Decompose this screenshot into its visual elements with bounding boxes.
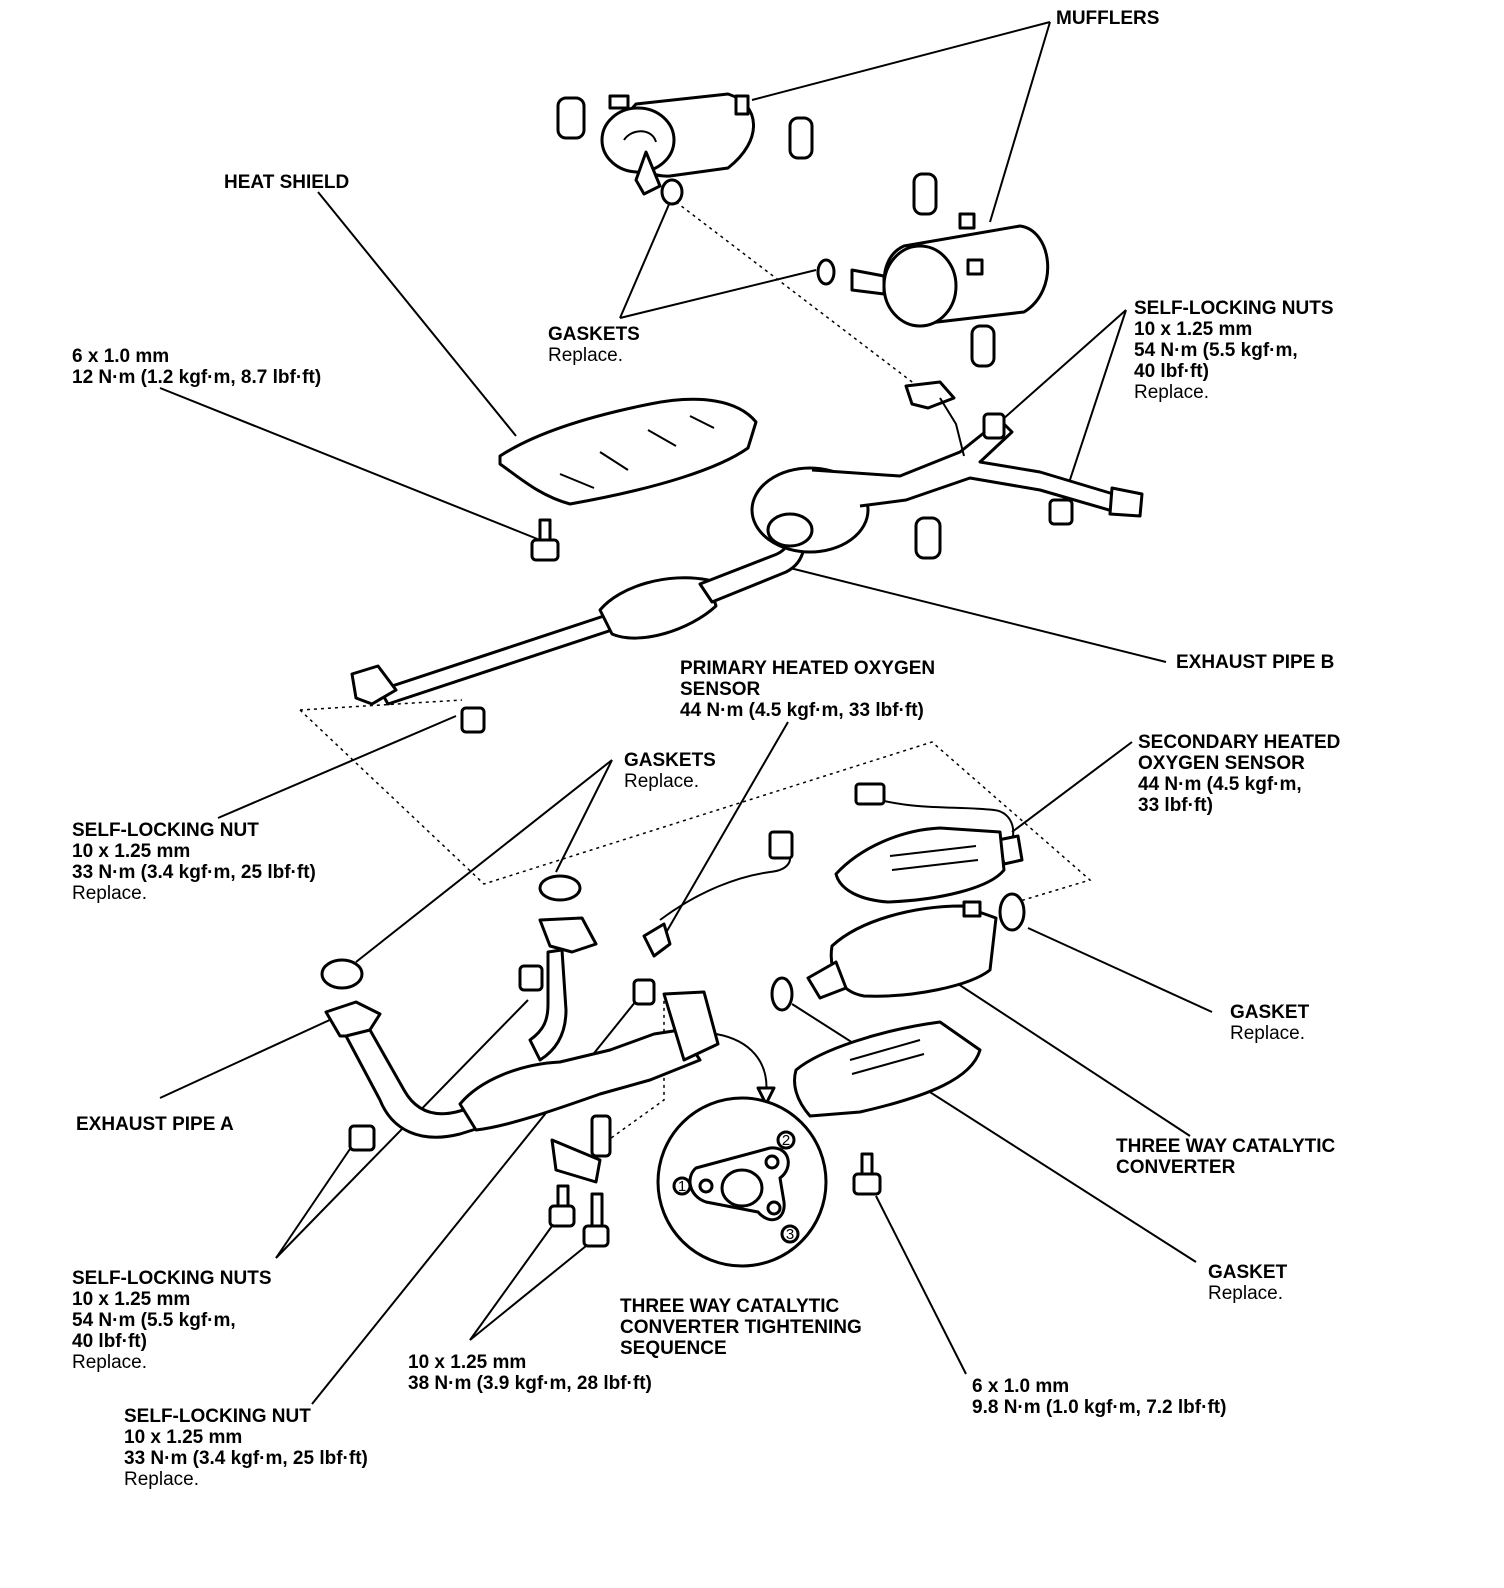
label-note: Replace. bbox=[72, 883, 147, 904]
label-line: SELF-LOCKING NUT bbox=[124, 1406, 311, 1427]
nuts-top bbox=[460, 412, 1074, 734]
exhaust-pipe-a-label: EXHAUST PIPE A bbox=[76, 1114, 234, 1135]
label-line: 44 N·m (4.5 kgf·m, bbox=[1138, 774, 1302, 795]
sequence-number-3: 3 bbox=[786, 1226, 794, 1243]
label-line: 54 N·m (5.5 kgf·m, bbox=[72, 1310, 236, 1331]
exhaust-pipe-b bbox=[350, 380, 1144, 706]
tightening-sequence-diagram: 1 2 3 bbox=[656, 1033, 828, 1268]
label-line: MUFFLERS bbox=[1056, 8, 1160, 29]
label-note: Replace. bbox=[1230, 1023, 1305, 1044]
label-line: CONVERTER TIGHTENING bbox=[620, 1317, 862, 1338]
label-line: THREE WAY CATALYTIC bbox=[620, 1296, 840, 1317]
label-line: 12 N·m (1.2 kgf·m, 8.7 lbf·ft) bbox=[72, 367, 322, 388]
label-note: Replace. bbox=[548, 345, 623, 366]
label-line: SECONDARY HEATED bbox=[1138, 732, 1341, 753]
label-line: 40 lbf·ft) bbox=[72, 1331, 147, 1352]
alignment-lines bbox=[299, 201, 1092, 1147]
sequence-number-1: 1 bbox=[678, 1178, 686, 1195]
bolts-10x125 bbox=[548, 1114, 612, 1248]
label-note: Replace. bbox=[1208, 1283, 1283, 1304]
label-line: GASKET bbox=[1230, 1002, 1310, 1023]
label-note: Replace. bbox=[624, 771, 699, 792]
label-line: SELF-LOCKING NUTS bbox=[1134, 298, 1334, 319]
label-note: Replace. bbox=[72, 1352, 147, 1373]
label-line: 40 lbf·ft) bbox=[1134, 361, 1209, 382]
label-line: THREE WAY CATALYTIC bbox=[1116, 1136, 1336, 1157]
label-line: SENSOR bbox=[680, 679, 761, 700]
mufflers-label: MUFFLERS bbox=[1056, 8, 1159, 29]
leader-lines bbox=[159, 21, 1213, 1405]
exhaust-pipe-b-label: EXHAUST PIPE B bbox=[1176, 652, 1334, 673]
lower-converter-shield bbox=[793, 1020, 982, 1118]
label-line: 38 N·m (3.9 kgf·m, 28 lbf·ft) bbox=[408, 1373, 652, 1394]
gaskets-lower bbox=[320, 874, 1026, 1012]
label-line: GASKET bbox=[1208, 1262, 1288, 1283]
upper-gaskets bbox=[660, 178, 836, 286]
exhaust-pipe-a bbox=[324, 916, 720, 1152]
label-line: GASKETS bbox=[624, 750, 716, 771]
label-line: 33 lbf·ft) bbox=[1138, 795, 1213, 816]
label-line: 54 N·m (5.5 kgf·m, bbox=[1134, 340, 1298, 361]
bolt-6x1-bottom bbox=[852, 1152, 882, 1196]
label-note: Replace. bbox=[124, 1469, 199, 1490]
heat-shield bbox=[498, 397, 758, 506]
upper-converter-shield bbox=[834, 826, 1006, 904]
lower-muffler bbox=[850, 212, 1050, 328]
three-way-catalytic-converter bbox=[806, 900, 998, 1000]
label-line: SELF-LOCKING NUT bbox=[72, 820, 259, 841]
label-line: HEAT SHIELD bbox=[224, 172, 350, 193]
label-line: 6 x 1.0 mm bbox=[72, 346, 170, 367]
label-line: 10 x 1.25 mm bbox=[1134, 319, 1253, 340]
sequence-number-2: 2 bbox=[782, 1132, 790, 1149]
label-line: PRIMARY HEATED OXYGEN bbox=[680, 658, 936, 679]
label-line: EXHAUST PIPE A bbox=[76, 1114, 234, 1135]
rubber-hangers bbox=[556, 96, 996, 560]
heat-shield-label: HEAT SHIELD bbox=[224, 172, 349, 193]
label-note: Replace. bbox=[1134, 382, 1209, 403]
label-line: GASKETS bbox=[548, 324, 640, 345]
label-line: OXYGEN SENSOR bbox=[1138, 753, 1305, 774]
label-line: 33 N·m (3.4 kgf·m, 25 lbf·ft) bbox=[72, 862, 316, 883]
label-line: 10 x 1.25 mm bbox=[72, 841, 191, 862]
label-line: 9.8 N·m (1.0 kgf·m, 7.2 lbf·ft) bbox=[972, 1397, 1227, 1418]
label-line: CONVERTER bbox=[1116, 1157, 1236, 1178]
label-line: 10 x 1.25 mm bbox=[72, 1289, 191, 1310]
label-line: SELF-LOCKING NUTS bbox=[72, 1268, 272, 1289]
label-line: EXHAUST PIPE B bbox=[1176, 652, 1335, 673]
label-line: 10 x 1.25 mm bbox=[408, 1352, 527, 1373]
label-line: 6 x 1.0 mm bbox=[972, 1376, 1070, 1397]
upper-muffler bbox=[600, 92, 755, 196]
label-line: SEQUENCE bbox=[620, 1338, 727, 1359]
label-line: 10 x 1.25 mm bbox=[124, 1427, 243, 1448]
label-line: 44 N·m (4.5 kgf·m, 33 lbf·ft) bbox=[680, 700, 924, 721]
primary-oxygen-sensor bbox=[642, 830, 794, 958]
bolt-6x1-top bbox=[530, 518, 560, 562]
label-line: 33 N·m (3.4 kgf·m, 25 lbf·ft) bbox=[124, 1448, 368, 1469]
